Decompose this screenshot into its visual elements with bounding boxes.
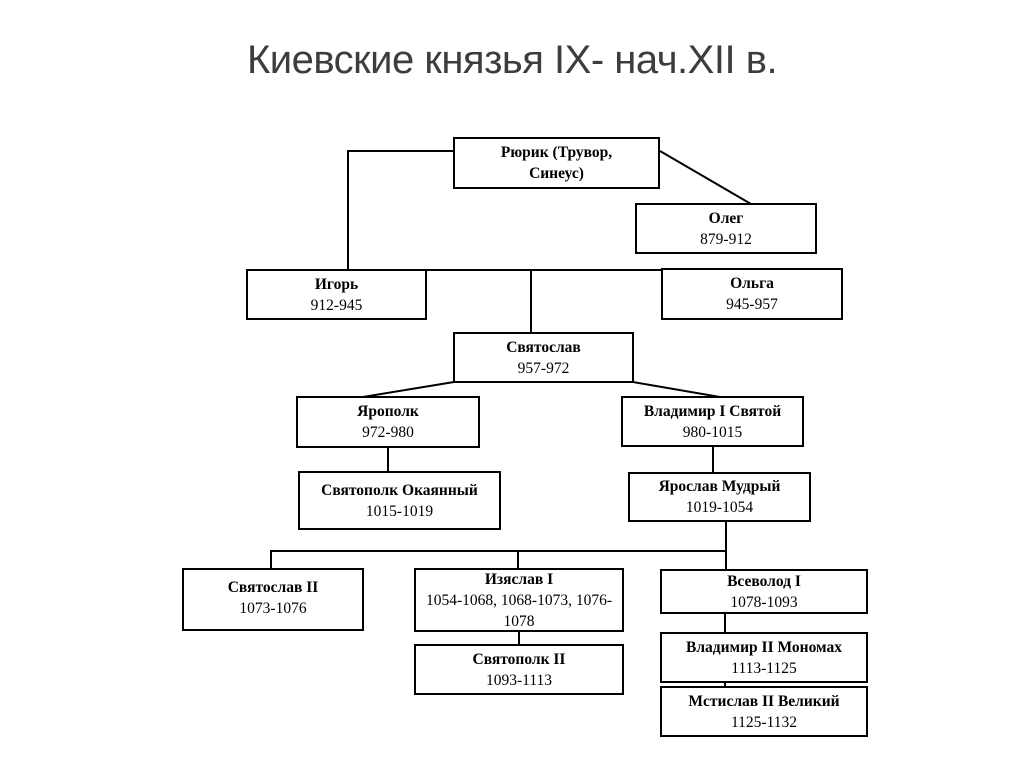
node-vsevolod-1-dates: 1078-1093 — [730, 593, 798, 611]
node-mstislav-2-veliky-dates: 1125-1132 — [730, 713, 797, 731]
node-svyatopolk-okayanny-dates: 1015-1019 — [365, 502, 434, 520]
node-izyaslav-1: Изяслав I 1054-1068, 1068-1073, 1076-107… — [414, 568, 624, 632]
node-rurik-name: Рюрик (Трувор, Синеус) — [500, 144, 613, 182]
node-izyaslav-1-dates: 1054-1068, 1068-1073, 1076-1078 — [426, 591, 612, 630]
node-svyatoslav-2-name: Святослав II — [227, 579, 319, 596]
node-svyatopolk-okayanny-name: Святополк Окаянный — [321, 481, 478, 499]
node-oleg-dates: 879-912 — [700, 230, 752, 248]
node-mstislav-2-veliky-name: Мстислав II Великий — [688, 692, 840, 710]
node-svyatoslav-2: Святослав II 1073-1076 — [182, 568, 364, 631]
node-svyatopolk-2: Святополк II 1093-1113 — [414, 644, 624, 695]
node-olga-name: Ольга — [730, 275, 774, 292]
node-svyatoslav-dates: 957-972 — [517, 359, 570, 377]
node-igor-name: Игорь — [314, 275, 359, 293]
node-vladimir-1-svyatoy-name: Владимир I Святой — [643, 402, 782, 420]
node-vladimir-2-monomakh-dates: 1113-1125 — [731, 659, 797, 677]
node-svyatoslav: Святослав 957-972 — [453, 332, 634, 383]
node-svyatoslav-name: Святослав — [506, 338, 581, 356]
node-yaroslav-mudry: Ярослав Мудрый 1019-1054 — [628, 472, 811, 522]
node-yaropolk: Ярополк 972-980 — [296, 396, 480, 448]
connector-rurik-oleg — [659, 150, 752, 205]
node-yaroslav-mudry-dates: 1019-1054 — [685, 499, 754, 516]
node-svyatoslav-2-dates: 1073-1076 — [239, 600, 307, 617]
connector-svyatoslav-vladimir1 — [632, 381, 721, 398]
node-igor: Игорь 912-945 — [246, 269, 427, 320]
connector-rurik-igor — [347, 150, 453, 270]
node-yaropolk-dates: 972-980 — [362, 424, 414, 441]
node-izyaslav-1-name: Изяслав I — [484, 570, 554, 588]
node-yaropolk-name: Ярополк — [357, 403, 419, 420]
node-olga-dates: 945-957 — [726, 296, 778, 313]
node-vladimir-1-svyatoy-dates: 980-1015 — [682, 423, 743, 441]
node-yaroslav-mudry-name: Ярослав Мудрый — [658, 478, 781, 495]
node-svyatopolk-okayanny: Святополк Окаянный 1015-1019 — [298, 471, 501, 530]
node-oleg: Олег 879-912 — [635, 203, 817, 254]
node-vsevolod-1-name: Всеволод I — [727, 572, 801, 590]
node-vladimir-1-svyatoy: Владимир I Святой 980-1015 — [621, 396, 804, 447]
node-vsevolod-1: Всеволод I 1078-1093 — [660, 569, 868, 614]
node-mstislav-2-veliky: Мстислав II Великий 1125-1132 — [660, 686, 868, 737]
connector-svyatoslav-yaropolk — [362, 381, 455, 398]
node-vladimir-2-monomakh-name: Владимир II Мономах — [686, 638, 842, 656]
page-title: Киевские князья IX- нач.XII в. — [246, 38, 778, 82]
node-svyatopolk-2-name: Святополк II — [472, 650, 566, 668]
node-vladimir-2-monomakh: Владимир II Мономах 1113-1125 — [660, 632, 868, 683]
node-rurik: Рюрик (Трувор, Синеус) — [453, 137, 660, 189]
node-igor-dates: 912-945 — [310, 296, 363, 314]
node-olga: Ольга 945-957 — [661, 268, 843, 320]
node-svyatopolk-2-dates: 1093-1113 — [485, 671, 552, 689]
node-oleg-name: Олег — [708, 209, 744, 227]
